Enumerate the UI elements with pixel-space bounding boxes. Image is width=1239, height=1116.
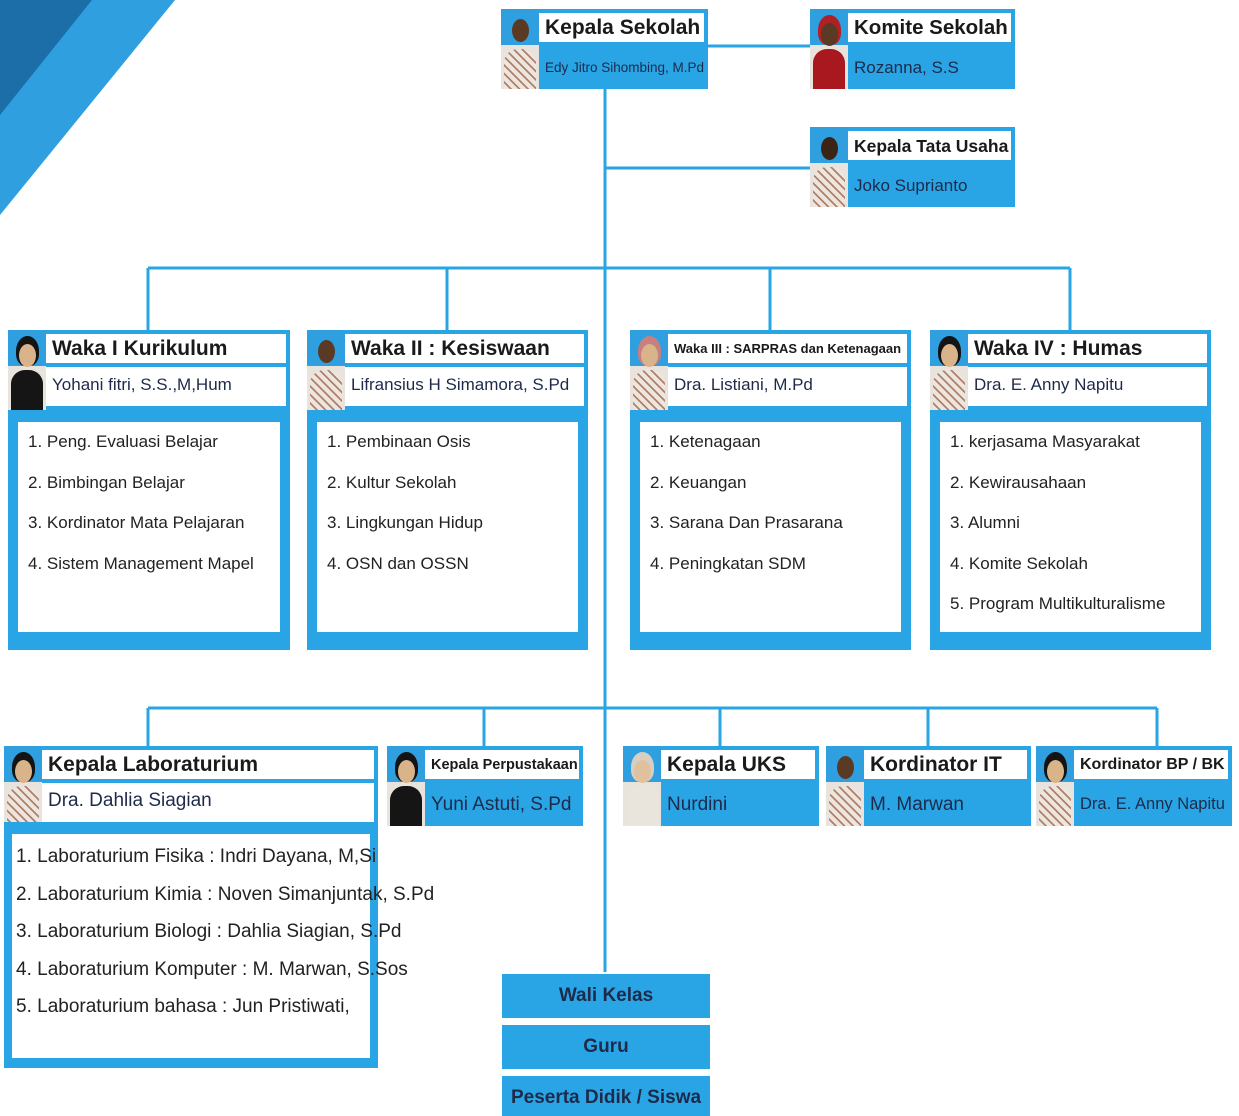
list-item: 5. Program Multikulturalisme xyxy=(950,594,1166,613)
avatar xyxy=(307,330,345,410)
list-item: 1. Ketenagaan xyxy=(650,432,761,451)
kepala-uks-card: Kepala UKS Nurdini xyxy=(623,746,819,826)
card-name: Dra. E. Anny Napitu xyxy=(1074,783,1232,826)
card-name: Yohani fitri, S.S.,M,Hum xyxy=(46,367,290,410)
waka-kesiswaan-card: Waka II : Kesiswaan Lifransius H Simamor… xyxy=(307,330,588,410)
card-name: Joko Suprianto xyxy=(848,164,1015,207)
list-item: 4. Komite Sekolah xyxy=(950,553,1088,573)
list-item: 2. Keuangan xyxy=(650,472,747,492)
card-name: Nurdini xyxy=(661,783,819,826)
wali-kelas-box: Wali Kelas xyxy=(502,974,710,1018)
list-item: 1. kerjasama Masyarakat xyxy=(950,432,1140,451)
card-title: Kordinator BP / BK xyxy=(1074,746,1232,783)
avatar xyxy=(930,330,968,410)
card-name: Lifransius H Simamora, S.Pd xyxy=(345,367,588,410)
card-name: M. Marwan xyxy=(864,783,1031,826)
card-title: Waka I Kurikulum xyxy=(46,330,290,367)
guru-box: Guru xyxy=(502,1025,710,1069)
kordinator-bk-card: Kordinator BP / BK Dra. E. Anny Napitu xyxy=(1036,746,1232,826)
avatar xyxy=(501,9,539,89)
list-item: 1. Peng. Evaluasi Belajar xyxy=(28,432,218,451)
waka-humas-card: Waka IV : Humas Dra. E. Anny Napitu xyxy=(930,330,1211,410)
list-item: 1. Pembinaan Osis xyxy=(327,432,471,451)
card-title: Waka III : SARPRAS dan Ketenagaan xyxy=(668,330,911,367)
list-item: 3. Lingkungan Hidup xyxy=(327,513,483,532)
card-name: Dra. Dahlia Siagian xyxy=(42,783,378,826)
card-name: Dra. E. Anny Napitu xyxy=(968,367,1211,410)
avatar xyxy=(810,127,848,207)
avatar xyxy=(623,746,661,826)
waka-sarpras-tasks: 1. Ketenagaan 2. Keuangan 3. Sarana Dan … xyxy=(630,410,911,650)
waka-sarpras-card: Waka III : SARPRAS dan Ketenagaan Dra. L… xyxy=(630,330,911,410)
komite-sekolah-card: Komite Sekolah Rozanna, S.S xyxy=(810,9,1015,89)
kepala-tata-usaha-card: Kepala Tata Usaha Joko Suprianto xyxy=(810,127,1015,207)
kepala-perpustakaan-card: Kepala Perpustakaan Yuni Astuti, S.Pd xyxy=(387,746,583,826)
avatar xyxy=(630,330,668,410)
list-item: 3. Laboraturium Biologi : Dahlia Siagian… xyxy=(16,921,402,942)
list-item: 3. Sarana Dan Prasarana xyxy=(650,513,843,532)
list-item: 4. Sistem Management Mapel xyxy=(28,553,254,573)
card-title: Komite Sekolah xyxy=(848,9,1015,46)
avatar xyxy=(810,9,848,89)
peserta-didik-box: Peserta Didik / Siswa xyxy=(502,1076,710,1116)
waka-kurikulum-tasks: 1. Peng. Evaluasi Belajar 2. Bimbingan B… xyxy=(8,410,290,650)
card-name: Edy Jitro Sihombing, M.Pd xyxy=(539,46,708,89)
list-item: 4. OSN dan OSSN xyxy=(327,553,469,573)
list-item: 4. Peningkatan SDM xyxy=(650,553,806,573)
avatar xyxy=(1036,746,1074,826)
list-item: 3. Kordinator Mata Pelajaran xyxy=(28,513,245,532)
list-item: 2. Kewirausahaan xyxy=(950,472,1087,492)
waka-kesiswaan-tasks: 1. Pembinaan Osis 2. Kultur Sekolah 3. L… xyxy=(307,410,588,650)
avatar xyxy=(826,746,864,826)
card-name: Rozanna, S.S xyxy=(848,46,1015,89)
list-item: 2. Laboraturium Kimia : Noven Simanjunta… xyxy=(16,883,435,905)
list-item: 2. Kultur Sekolah xyxy=(327,472,457,492)
kepala-laboraturium-card: Kepala Laboraturium Dra. Dahlia Siagian xyxy=(4,746,378,826)
avatar xyxy=(387,746,425,826)
waka-humas-tasks: 1. kerjasama Masyarakat 2. Kewirausahaan… xyxy=(930,410,1211,650)
card-name: Yuni Astuti, S.Pd xyxy=(425,783,583,826)
card-name: Dra. Listiani, M.Pd xyxy=(668,367,911,410)
card-title: Kepala Laboraturium xyxy=(42,746,378,783)
avatar xyxy=(8,330,46,410)
list-item: 2. Bimbingan Belajar xyxy=(28,472,185,492)
list-item: 3. Alumni xyxy=(950,513,1020,532)
card-title: Waka IV : Humas xyxy=(968,330,1211,367)
avatar xyxy=(4,746,42,826)
card-title: Kepala Perpustakaan xyxy=(425,746,583,783)
kepala-sekolah-card: Kepala Sekolah Edy Jitro Sihombing, M.Pd xyxy=(501,9,708,89)
corner-decoration xyxy=(0,0,175,215)
card-title: Waka II : Kesiswaan xyxy=(345,330,588,367)
list-item: 5. Laboraturium bahasa : Jun Pristiwati, xyxy=(16,996,350,1017)
card-title: Kepala Sekolah xyxy=(539,9,708,46)
waka-kurikulum-card: Waka I Kurikulum Yohani fitri, S.S.,M,Hu… xyxy=(8,330,290,410)
card-title: Kepala Tata Usaha xyxy=(848,127,1015,164)
kordinator-it-card: Kordinator IT M. Marwan xyxy=(826,746,1031,826)
card-title: Kepala UKS xyxy=(661,746,819,783)
list-item: 1. Laboraturium Fisika : Indri Dayana, M… xyxy=(16,846,377,867)
laboraturium-list: 1. Laboraturium Fisika : Indri Dayana, M… xyxy=(4,822,435,1068)
list-item: 4. Laboraturium Komputer : M. Marwan, S.… xyxy=(16,958,408,980)
card-title: Kordinator IT xyxy=(864,746,1031,783)
